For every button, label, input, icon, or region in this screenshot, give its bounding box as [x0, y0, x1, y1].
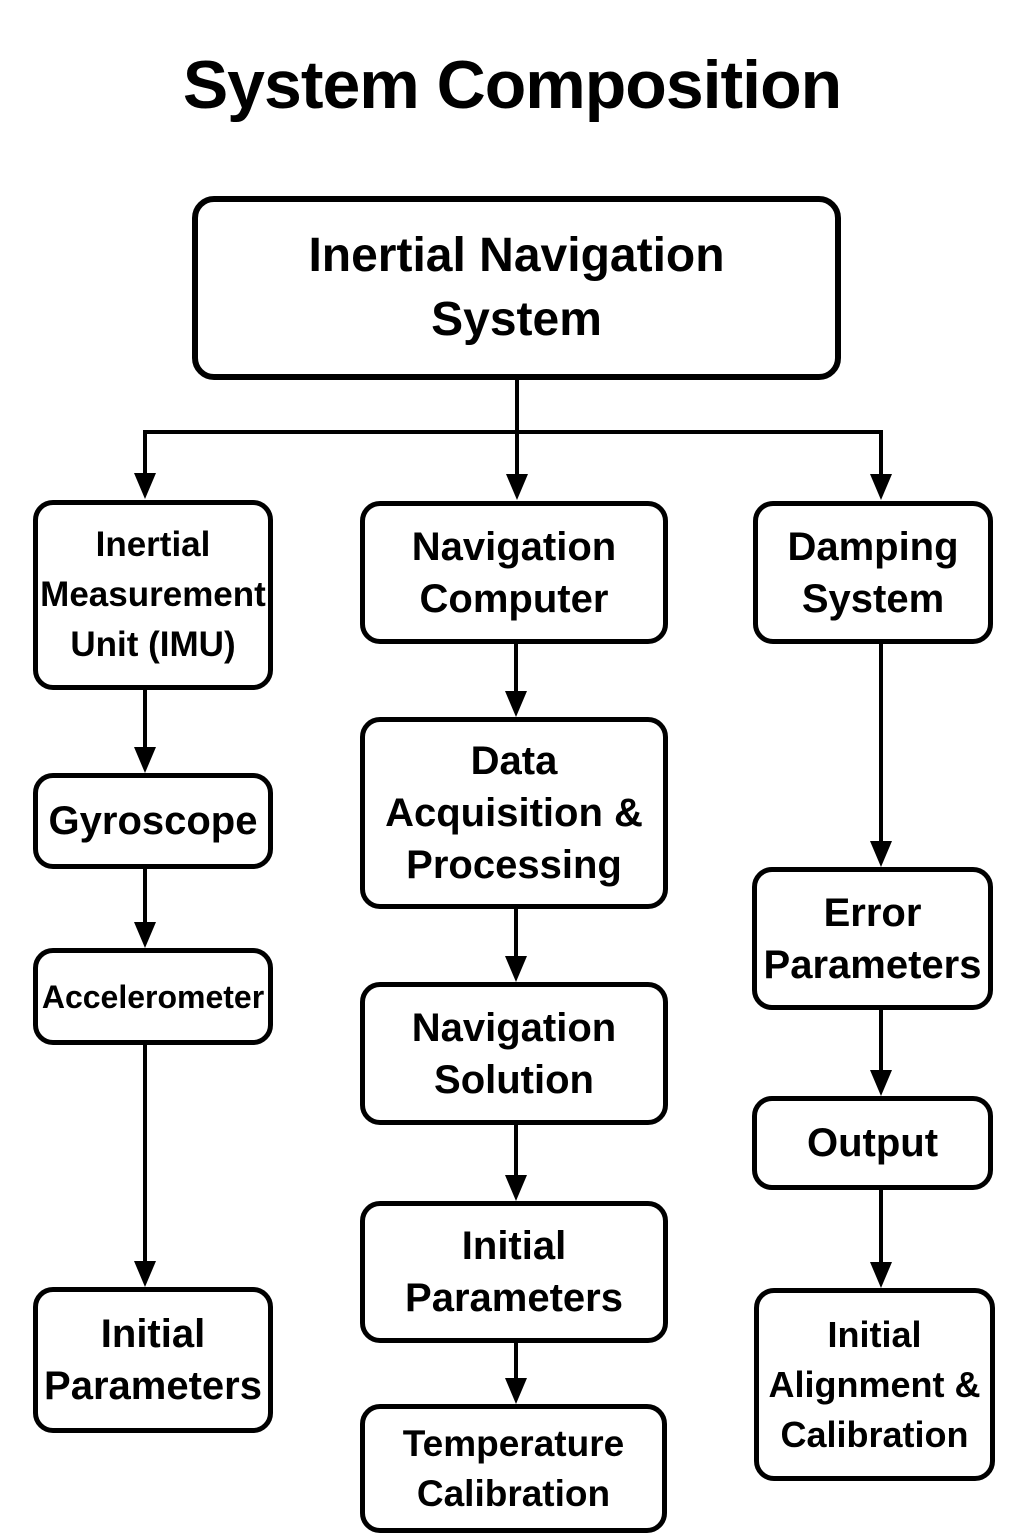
node-initial-parameters-nav: Initial Parameters: [360, 1201, 668, 1343]
edge-output-to-initial-alignment: [870, 1190, 892, 1288]
edge-navsolution-to-initial-parameters: [505, 1125, 527, 1201]
diagram-title: System Composition: [182, 47, 842, 123]
node-inertial-navigation-system: Inertial Navigation System: [192, 196, 841, 380]
node-output: Output: [752, 1096, 993, 1190]
edge-branch-to-imu: [134, 430, 156, 499]
node-navigation-solution: Navigation Solution: [360, 982, 668, 1125]
edge-accelerometer-to-initial-parameters: [134, 1045, 156, 1287]
edge-initial-parameters-to-tempcal: [505, 1343, 527, 1404]
edge-navcomp-to-daq: [505, 644, 527, 717]
edge-imu-to-gyroscope: [134, 690, 156, 773]
node-damping-system: Damping System: [753, 501, 993, 644]
node-initial-alignment-calibration: Initial Alignment & Calibration: [754, 1288, 995, 1481]
node-data-acquisition-processing: Data Acquisition & Processing: [360, 717, 668, 909]
node-initial-parameters-imu: Initial Parameters: [33, 1287, 273, 1433]
edge-damping-to-error-parameters: [870, 644, 892, 867]
node-accelerometer: Accelerometer: [33, 948, 273, 1045]
node-gyroscope: Gyroscope: [33, 773, 273, 869]
edge-root-branch: [145, 378, 881, 434]
edge-error-parameters-to-output: [870, 1010, 892, 1096]
node-inertial-measurement-unit: Inertial Measurement Unit (IMU): [33, 500, 273, 690]
edge-gyroscope-to-accelerometer: [134, 869, 156, 948]
node-navigation-computer: Navigation Computer: [360, 501, 668, 644]
edge-branch-to-navcomp: [506, 432, 528, 500]
edge-branch-to-damping: [870, 430, 892, 500]
node-temperature-calibration: Temperature Calibration: [360, 1404, 667, 1533]
node-error-parameters: Error Parameters: [752, 867, 993, 1010]
edge-daq-to-navsolution: [505, 909, 527, 982]
